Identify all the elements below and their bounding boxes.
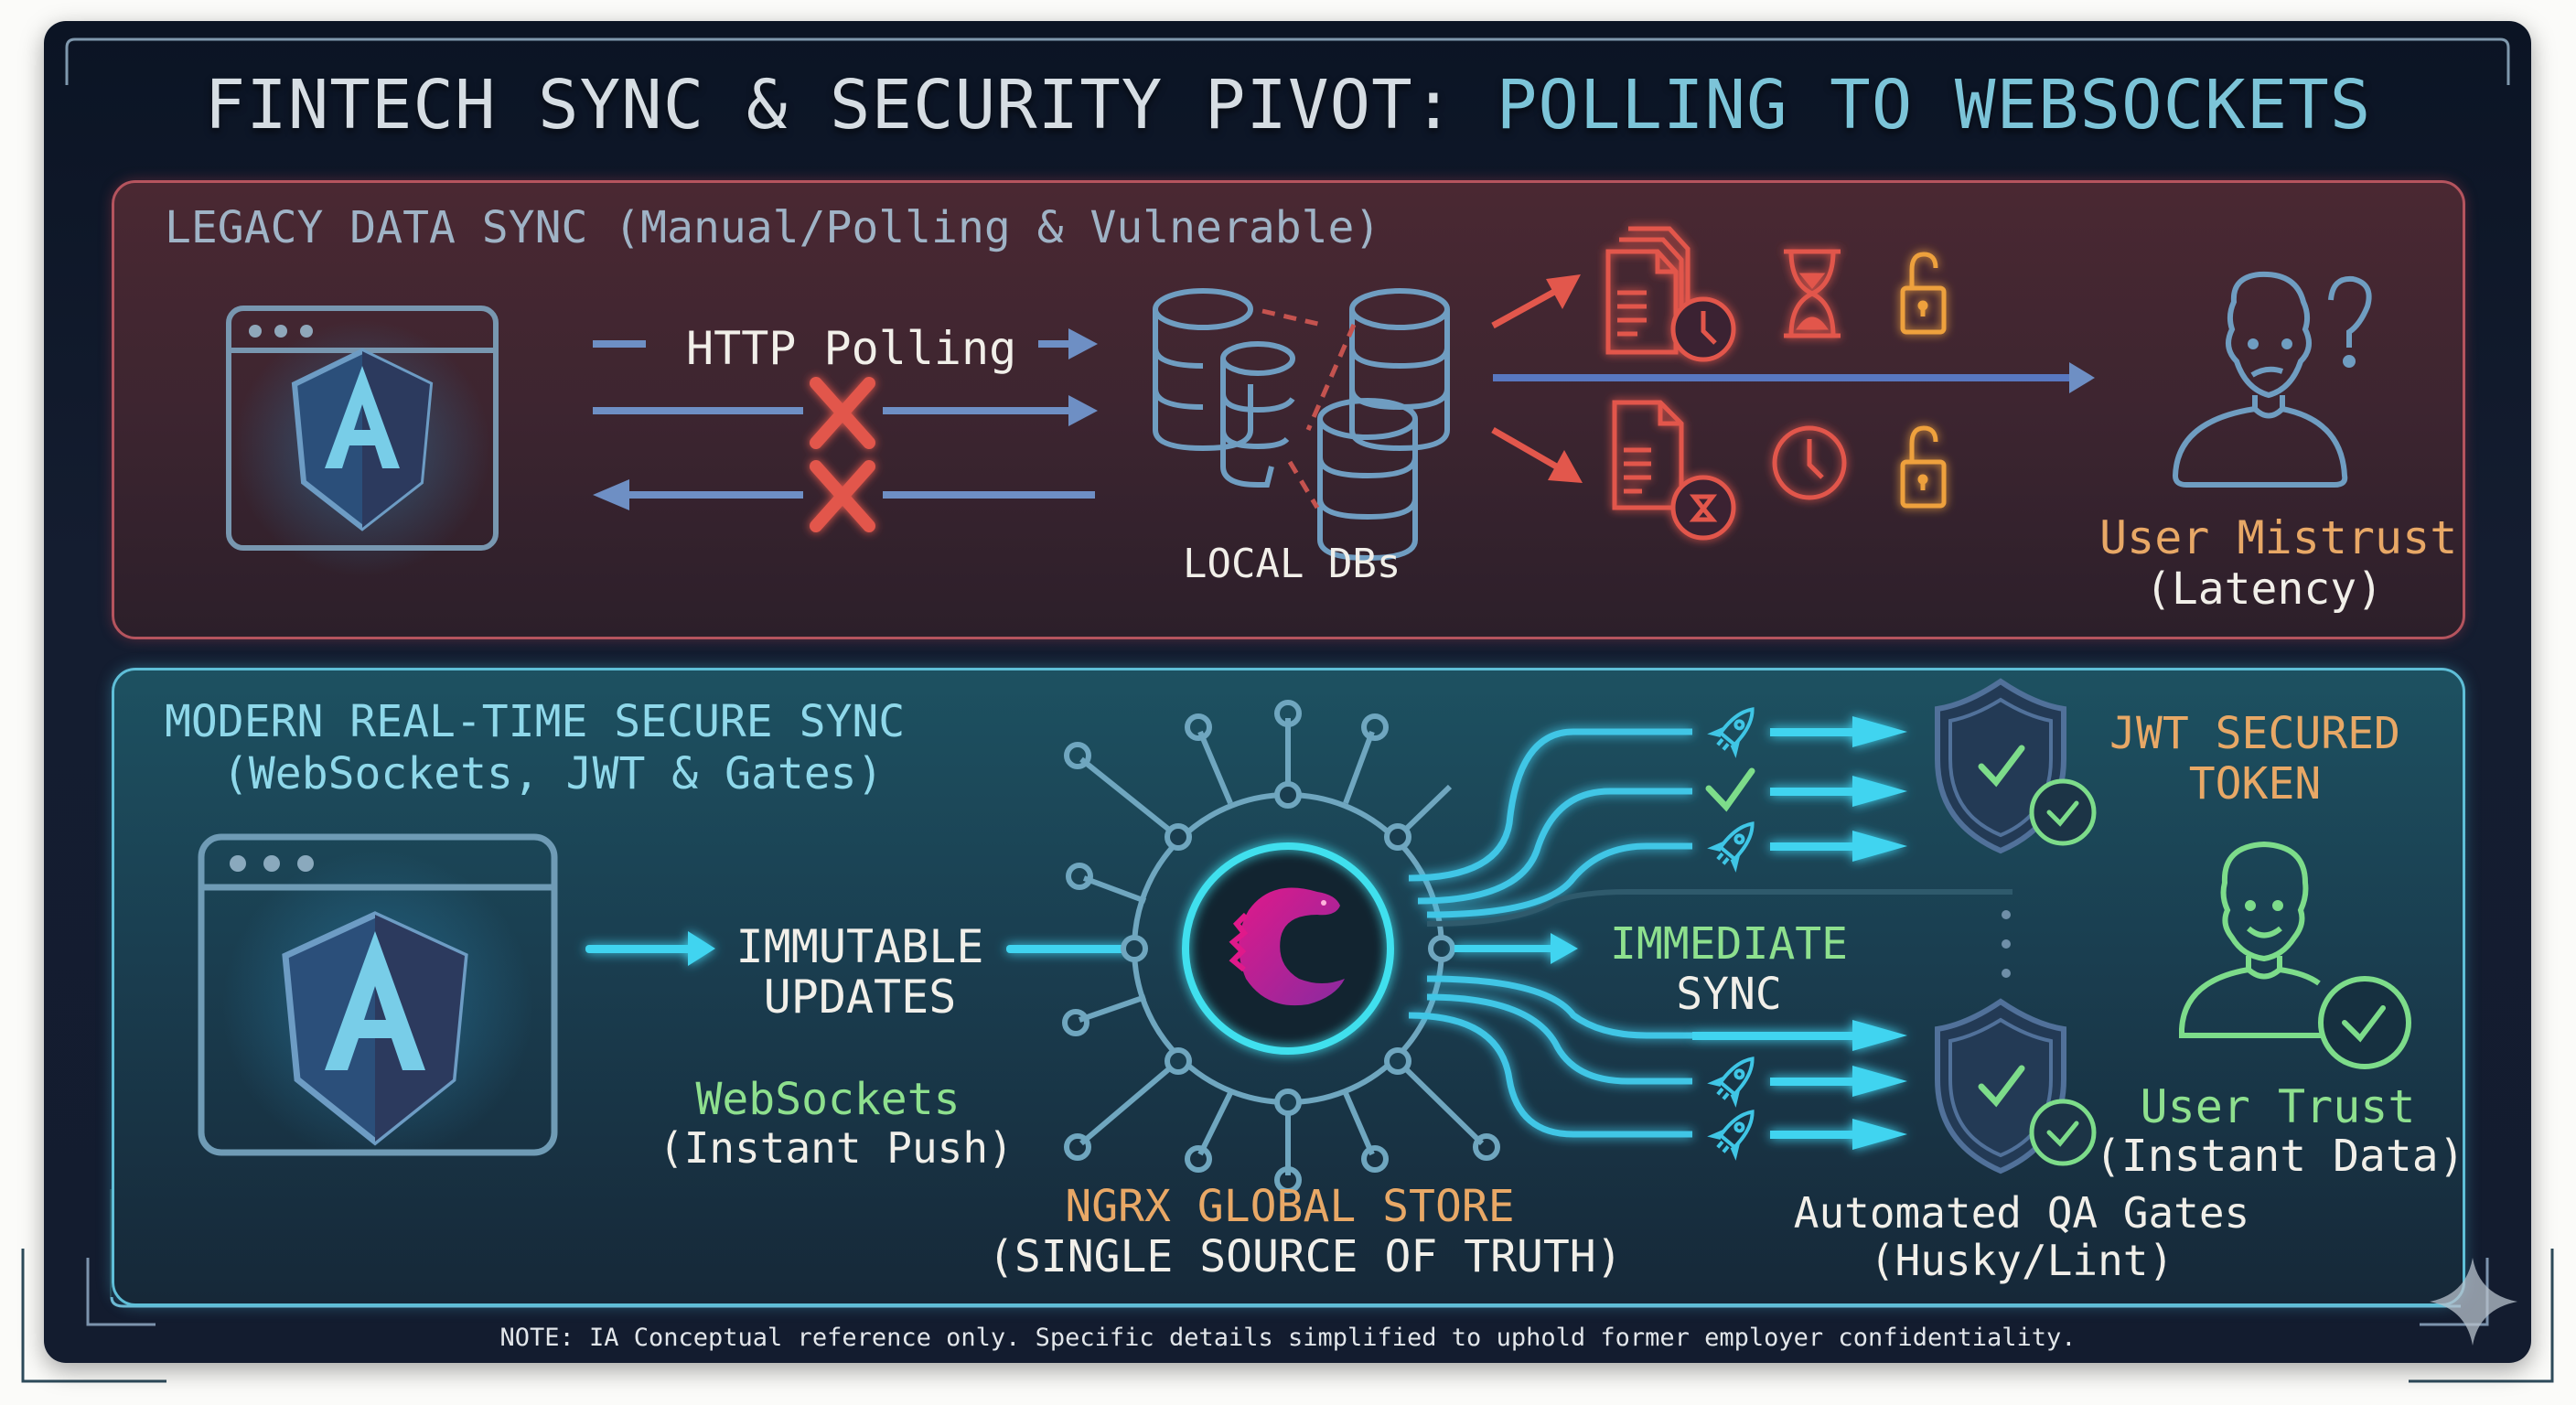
unlocked-padlock-icon (1900, 252, 1947, 335)
husky-lint-label: (Husky/Lint) (1869, 1236, 2174, 1285)
title-highlight: POLLING TO WEBSOCKETS (1496, 66, 2372, 145)
sparkle-icon (2430, 1258, 2517, 1346)
modern-subheading: (WebSockets, JWT & Gates) (222, 748, 884, 799)
fanout-lines (1408, 728, 1692, 1138)
ngrx-hub (1062, 700, 1500, 1194)
stale-documents-icon (1605, 226, 1736, 362)
jwt-token-label: JWT SECURED (2109, 708, 2400, 759)
local-dbs-label: LOCAL DBs (1183, 541, 1401, 587)
user-trust-label: User Trust (2140, 1080, 2416, 1133)
sync-arrow (1454, 933, 1578, 964)
immediate-label: IMMEDIATE (1609, 918, 1849, 970)
legacy-section (112, 180, 2465, 639)
modern-heading: MODERN REAL-TIME SECURE SYNC (165, 696, 906, 747)
fanout-arrows (1692, 716, 1907, 1150)
shield-check-icon (1935, 678, 2097, 854)
ngrx-store-label: NGRX GLOBAL STORE (1065, 1181, 1515, 1232)
local-dbs-icon (1153, 288, 1450, 562)
blocked-x-icon (810, 377, 875, 532)
http-polling-label: HTTP Polling (686, 322, 1017, 375)
angular-browser-icon (226, 306, 499, 576)
check-icon (1705, 767, 1755, 812)
ngrx-logo-icon (1182, 842, 1394, 1055)
page-title: FINTECH SYNC & SECURITY PIVOT: POLLING T… (0, 71, 2576, 139)
confused-user-icon (2172, 271, 2372, 488)
websockets-label: WebSockets (695, 1074, 961, 1125)
instant-data-label: (Instant Data) (2095, 1131, 2465, 1182)
user-mistrust-label: User Mistrust (2099, 511, 2458, 564)
title-prefix: FINTECH SYNC & SECURITY PIVOT: (204, 66, 1455, 145)
angular-browser-icon (198, 833, 558, 1162)
immutable-label: IMMUTABLE (735, 920, 984, 973)
token-label: TOKEN (2188, 758, 2322, 810)
updates-label: UPDATES (763, 971, 957, 1024)
unlocked-padlock-icon (1900, 425, 1947, 509)
qa-gates-label: Automated QA Gates (1793, 1188, 2250, 1238)
instant-push-label: (Instant Push) (659, 1123, 1014, 1173)
ellipsis-dots (2002, 910, 2011, 978)
sync-label: SYNC (1676, 969, 1782, 1020)
latency-label: (Latency) (2144, 563, 2384, 615)
footer-note: NOTE: IA Conceptual reference only. Spec… (499, 1324, 2077, 1352)
legacy-heading: LEGACY DATA SYNC (Manual/Polling & Vulne… (165, 202, 1381, 253)
single-source-label: (SINGLE SOURCE OF TRUTH) (988, 1231, 1623, 1282)
happy-user-check-icon (2179, 841, 2411, 1069)
stale-path-arrows (1491, 274, 1583, 483)
shield-check-icon (1935, 998, 2097, 1174)
clock-icon (1772, 425, 1847, 500)
hourglass-icon (1784, 249, 1841, 338)
http-polling-arrows (593, 328, 1098, 532)
document-timeout-icon (1612, 400, 1736, 541)
rocket-icon (1707, 707, 1755, 1161)
legacy-flow-arrow (1493, 362, 2095, 393)
push-arrow (585, 931, 1134, 966)
